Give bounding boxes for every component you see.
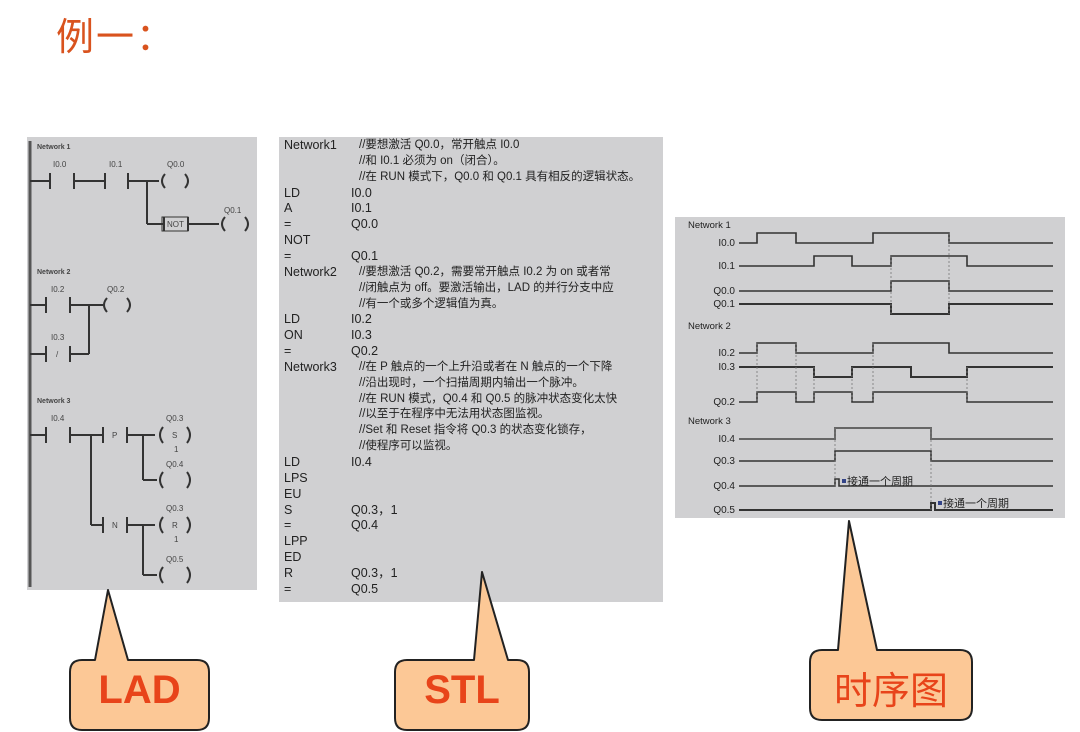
timing-callout-bubble: [809, 520, 973, 721]
stl-operand: I0.0: [351, 185, 372, 200]
stl-comment: //以至于在程序中无法用状态图监视。: [359, 408, 550, 421]
stl-operand: I0.2: [351, 312, 372, 327]
stl-opcode: R: [284, 565, 294, 580]
stl-opcode: =: [284, 217, 292, 232]
signal-label: Q0.1: [713, 299, 735, 310]
stl-operand: Q0.1: [351, 248, 379, 263]
signal-label: Q0.5: [713, 505, 735, 516]
timing-network-3-label: Network 3: [688, 416, 731, 427]
stl-comment: //在 RUN 模式下，Q0.0 和 Q0.1 具有相反的逻辑状态。: [359, 170, 641, 183]
lad-not-box: NOT: [167, 220, 184, 229]
stl-opcode: LPS: [284, 470, 308, 485]
ladder-diagram: Network 1 I0.0 I0.1 Q0.0 Q0.1 NOT Networ…: [28, 141, 249, 587]
stl-opcode: =: [284, 248, 292, 263]
stl-opcode: Network3: [284, 359, 337, 374]
signal-label: Q0.4: [713, 481, 735, 492]
lad-coil-label: Q0.3: [166, 504, 184, 513]
signal-label: I0.4: [718, 434, 735, 445]
stl-opcode: Network2: [284, 264, 337, 279]
stl-opcode: EU: [284, 486, 302, 501]
stl-opcode: LD: [284, 185, 300, 200]
stl-opcode: =: [284, 518, 292, 533]
stl-opcode: A: [284, 201, 293, 216]
lad-coil-label: Q0.0: [167, 160, 185, 169]
timing-diagram: Network 1 I0.0 I0.1 Q0.0 Q0.1 Network 2 …: [688, 220, 1053, 516]
lad-callout-label: LAD: [98, 668, 181, 712]
lad-count: 1: [174, 445, 179, 454]
stl-operand: I0.3: [351, 328, 372, 343]
stl-comment: //在 RUN 模式，Q0.4 和 Q0.5 的脉冲状态变化太快: [359, 392, 618, 405]
stl-callout-bubble: [394, 571, 530, 731]
stl-comment: //Set 和 Reset 指令将 Q0.3 的状态变化锁存，: [359, 424, 592, 437]
stl-opcode: LD: [284, 455, 300, 469]
stl-operand: Q0.5: [351, 581, 379, 596]
timing-diagram-panel: Network 1 I0.0 I0.1 Q0.0 Q0.1 Network 2 …: [675, 217, 1065, 518]
signal-label: I0.0: [718, 238, 735, 249]
page-title: 例一：: [56, 15, 177, 59]
stl-comment: //闭触点为 off。要激活输出，LAD 的并行分支中应: [359, 281, 614, 294]
signal-label: I0.1: [718, 261, 735, 272]
stl-callout-label: STL: [424, 668, 500, 712]
stl-operand: Q0.4: [351, 518, 379, 533]
stl-opcode: NOT: [284, 233, 311, 248]
stl-operand: I0.1: [351, 201, 372, 216]
stl-panel: Network1 //要想激活 Q0.0，常开触点 I0.0 //和 I0.1 必须…: [279, 137, 663, 602]
lad-network-1-label: Network 1: [37, 144, 71, 151]
signal-label: Q0.3: [713, 456, 735, 467]
stl-comment: //要想激活 Q0.2，需要常开触点 I0.2 为 on 或者常: [359, 265, 611, 278]
lad-p-contact: P: [112, 431, 117, 440]
signal-label: I0.2: [718, 348, 735, 359]
stl-opcode: ED: [284, 550, 302, 565]
stl-operand: I0.4: [351, 455, 372, 469]
lad-coil-label: Q0.1: [224, 206, 242, 215]
stl-opcode: LD: [284, 312, 300, 327]
lad-n-contact: N: [112, 521, 118, 530]
stl-comment: //要想激活 Q0.0，常开触点 I0.0: [359, 139, 520, 151]
signal-label: I0.3: [718, 362, 735, 373]
q04-pulse-annotation: 接通一个周期: [847, 475, 913, 488]
timing-callout-label: 时序图: [833, 669, 948, 713]
lad-contact-label: I0.4: [51, 414, 65, 423]
stl-operand: Q0.0: [351, 217, 379, 232]
lad-coil-label: Q0.2: [107, 285, 125, 294]
lad-network-3-label: Network 3: [37, 398, 71, 405]
lad-coil-label: Q0.5: [166, 555, 184, 564]
stl-comment: //和 I0.1 必须为 on（闭合）。: [359, 154, 505, 167]
lad-coil-label: Q0.3: [166, 414, 184, 423]
lad-contact-label: I0.1: [109, 160, 123, 169]
lad-callout-bubble: [69, 589, 210, 731]
lad-set-label: S: [172, 431, 177, 440]
stl-opcode: =: [284, 344, 292, 359]
timing-network-2-label: Network 2: [688, 321, 731, 332]
signal-label: Q0.0: [713, 286, 735, 297]
stl-opcode: Network1: [284, 138, 337, 152]
stl-comment: //在 P 触点的一个上升沿或者在 N 触点的一个下降: [359, 360, 613, 373]
lad-network-2-label: Network 2: [37, 269, 71, 276]
stl-opcode: LPP: [284, 534, 308, 549]
lad-reset-label: R: [172, 521, 178, 530]
stl-operand: Q0.2: [351, 344, 379, 359]
stl-comment: //使程序可以监视。: [359, 440, 458, 453]
stl-opcode: ON: [284, 328, 303, 343]
lad-nc-symbol: /: [56, 350, 59, 359]
stl-opcode: =: [284, 581, 292, 596]
signal-label: Q0.2: [713, 397, 735, 408]
lad-contact-label: I0.0: [53, 160, 67, 169]
lad-panel: Network 1 I0.0 I0.1 Q0.0 Q0.1 NOT Networ…: [27, 137, 257, 590]
lad-coil-label: Q0.4: [166, 460, 184, 469]
stl-opcode: S: [284, 502, 293, 517]
timing-network-1-label: Network 1: [688, 220, 731, 231]
stl-operand: Q0.3，1: [351, 565, 398, 580]
lad-contact-label: I0.2: [51, 285, 65, 294]
stl-operand: Q0.3，1: [351, 502, 398, 517]
stl-comment: //沿出现时，一个扫描周期内输出一个脉冲。: [359, 376, 584, 389]
lad-count: 1: [174, 535, 179, 544]
stl-comment: //有一个或多个逻辑值为真。: [359, 297, 504, 310]
q05-pulse-annotation: 接通一个周期: [943, 497, 1009, 510]
lad-contact-label: I0.3: [51, 333, 65, 342]
